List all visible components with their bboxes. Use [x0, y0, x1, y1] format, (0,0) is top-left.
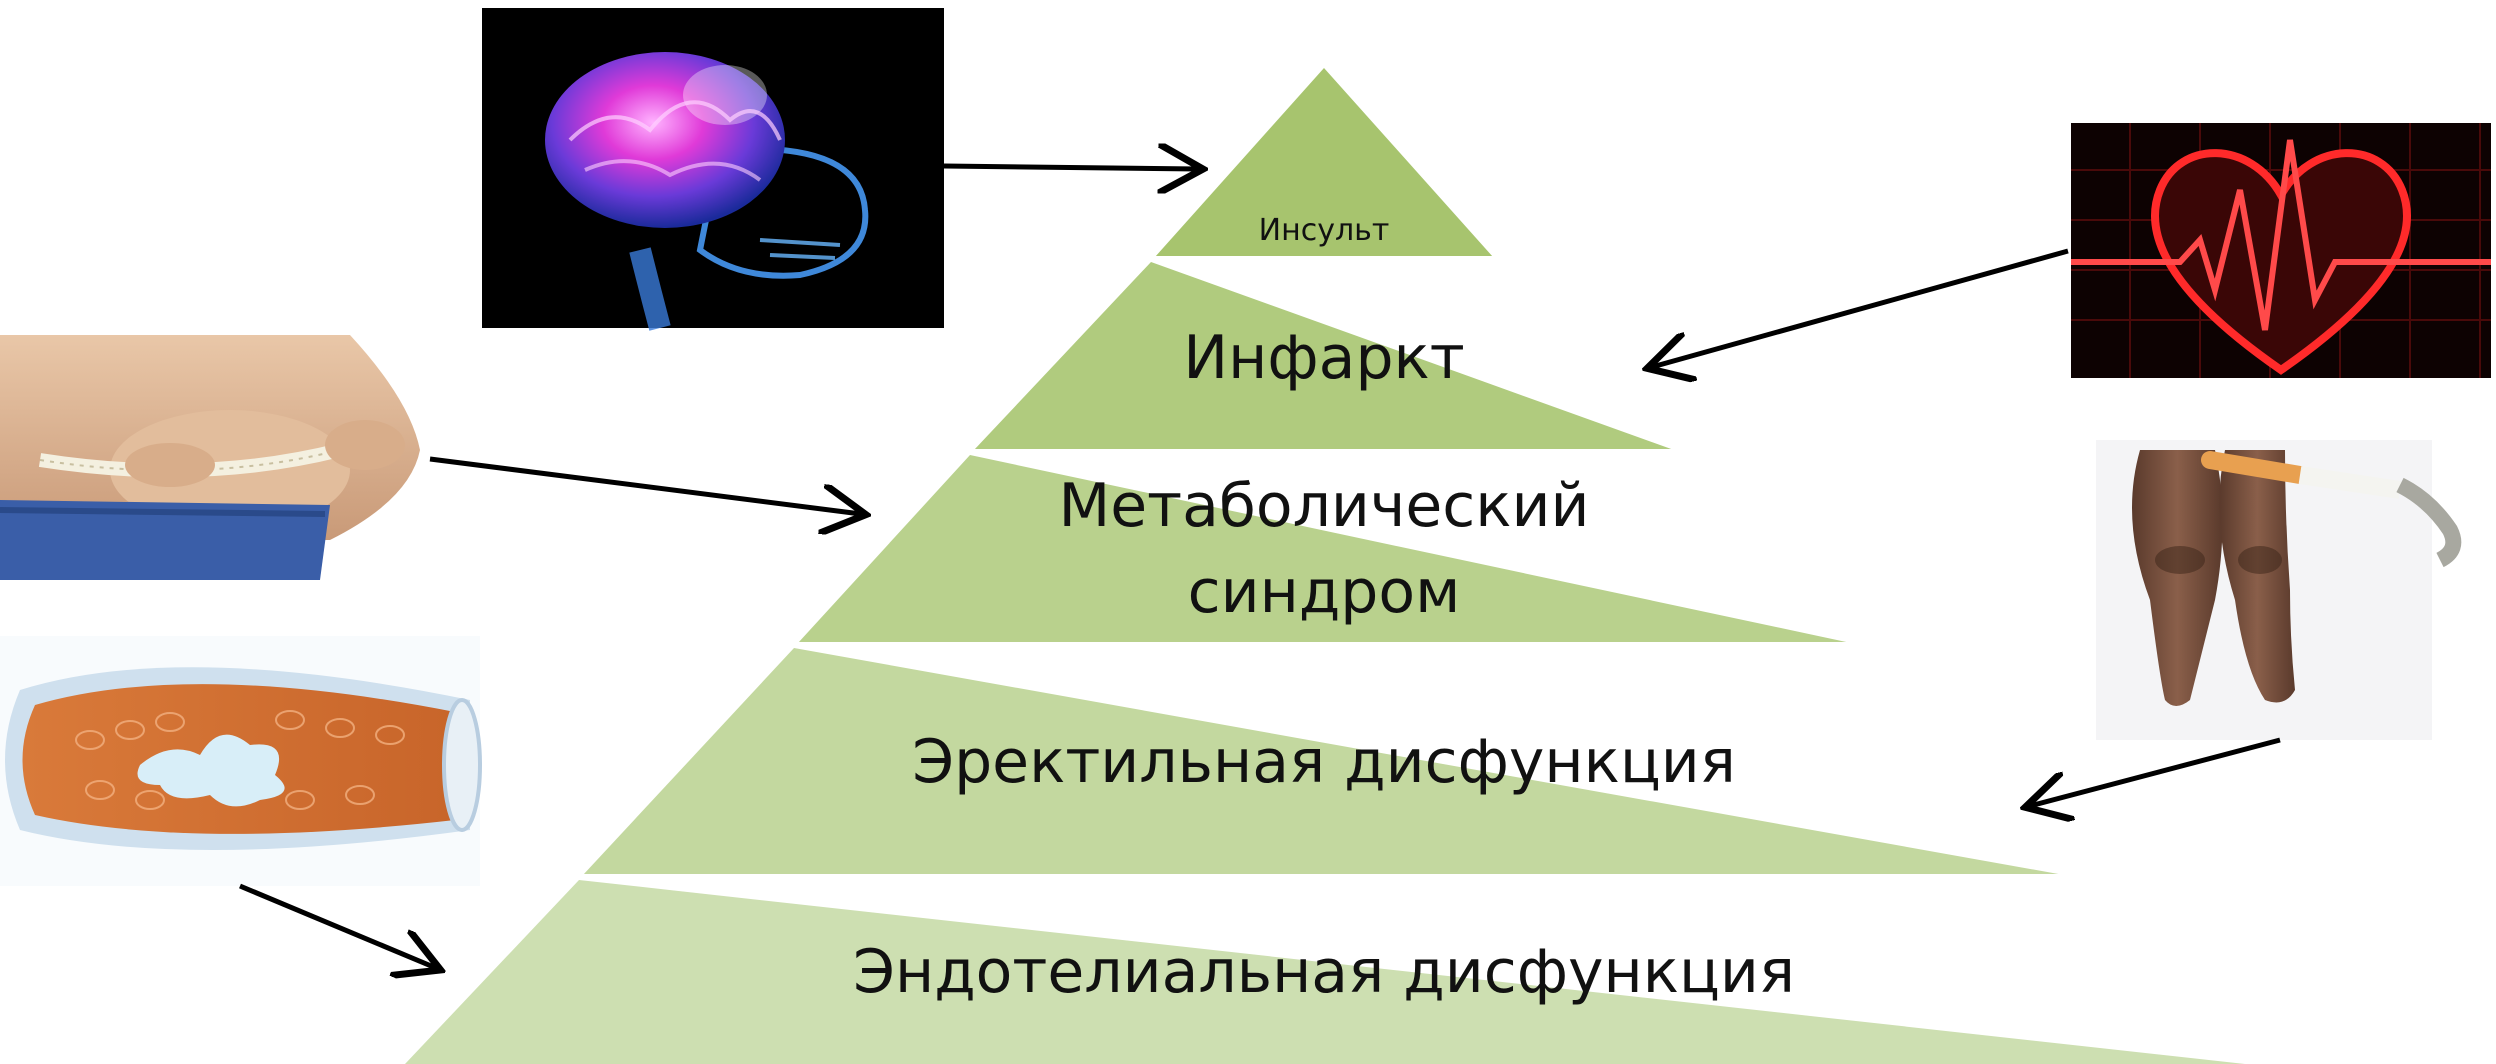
- brain-xray-image: [482, 8, 944, 331]
- level-metabolic-label-line1: Метаболический: [1058, 471, 1589, 541]
- level-erectile-label: Эректильная дисфункция: [912, 727, 1736, 797]
- level-endothelial-band: [405, 880, 2245, 1064]
- level-infarct-label: Инфаркт: [1183, 323, 1464, 393]
- level-stroke-label: Инсульт: [1259, 213, 1390, 248]
- drooping-fingers-cigarette-image: [2096, 440, 2462, 740]
- arrow-belly-to-metabolic: [429, 456, 861, 514]
- arrow-fingers-to-erectile: [2030, 737, 2281, 806]
- arrow-heart-to-infarct: [1652, 248, 2069, 367]
- level-endothelial-label: Эндотелиальная дисфункция: [853, 937, 1795, 1007]
- level-metabolic-band: [798, 455, 1851, 643]
- artery-plaque-cross-section-image: [0, 636, 482, 886]
- level-erectile-band: [583, 648, 2064, 875]
- level-metabolic-label-line2: синдром: [1188, 557, 1461, 627]
- level-infarct-band: [974, 262, 1674, 450]
- level-stroke-band: [1155, 68, 1493, 257]
- obese-belly-measuring-tape-image: [0, 335, 425, 580]
- arrow-brain-to-stroke: [943, 166, 1198, 169]
- heart-ecg-image: [2071, 123, 2491, 378]
- arrow-artery-to-endothelial: [239, 883, 436, 968]
